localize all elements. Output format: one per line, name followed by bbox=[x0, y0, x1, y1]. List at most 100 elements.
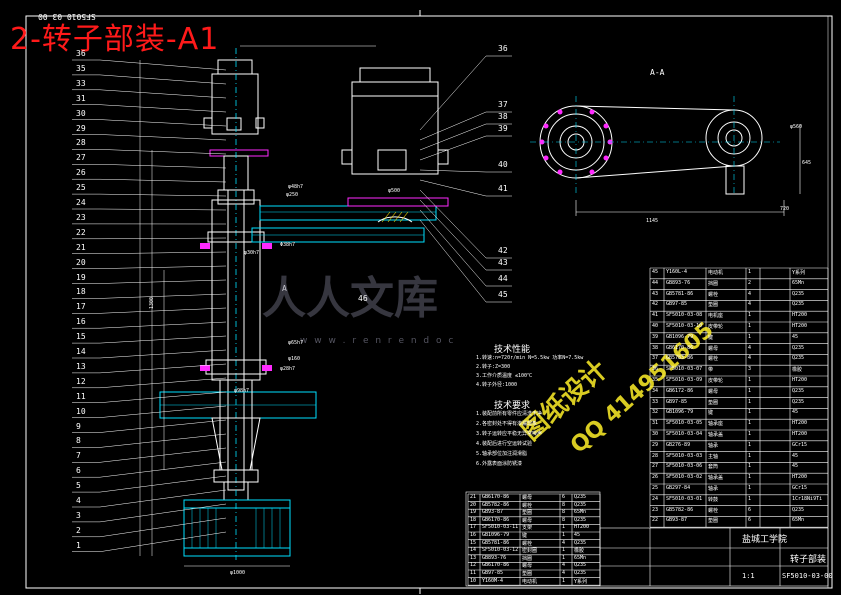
bom-right-cell: 26 bbox=[652, 474, 659, 481]
bom-left-cell: 14 bbox=[470, 547, 477, 554]
motor-view bbox=[341, 67, 449, 223]
bom-right-cell: 3 bbox=[748, 366, 752, 373]
bom-right-cell: GB1096-79 bbox=[666, 409, 694, 416]
bom-left-cell: 8 bbox=[562, 516, 566, 523]
part-number-46: 46 bbox=[358, 294, 368, 303]
part-number-left: 3 bbox=[76, 510, 81, 520]
bom-left-cell: 密封圈 bbox=[522, 548, 538, 555]
part-number-right: 44 bbox=[498, 274, 508, 283]
bom-right-cell: HT200 bbox=[792, 474, 808, 481]
bom-left-cell: 电动机 bbox=[522, 578, 538, 585]
bom-right-cell: GB5781-86 bbox=[666, 290, 694, 297]
bom-right-cell: 33 bbox=[652, 398, 659, 405]
bom-left-cell: Q235 bbox=[574, 516, 587, 523]
bom-right-cell: Q235 bbox=[792, 355, 805, 362]
dimension-label: 720 bbox=[780, 206, 790, 212]
bom-right-cell: 6 bbox=[748, 506, 752, 513]
bom-left-cell: 螺母 bbox=[522, 495, 533, 501]
tech-spec-line: 1.转速:n=720r/min N=5.5kw 功率N=7.5kw bbox=[476, 355, 584, 361]
bom-right-cell: SF5010-03-03 bbox=[666, 452, 703, 459]
bom-right-cell: HT200 bbox=[792, 312, 808, 319]
bom-right-cell: 挡圈 bbox=[708, 280, 719, 287]
bom-right-cell: 4 bbox=[748, 290, 752, 297]
bom-right-cell: 主轴 bbox=[708, 453, 719, 460]
bom-right-cell: 44 bbox=[652, 279, 659, 286]
bom-left-cell: 橡胶 bbox=[574, 548, 585, 555]
bom-right-cell: 43 bbox=[652, 290, 659, 297]
bom-right-cell: SF5010-03-01 bbox=[666, 495, 703, 502]
bom-right-cell: 27 bbox=[652, 463, 659, 470]
bom-right-cell: 1 bbox=[748, 495, 752, 502]
bom-right-cell: HT200 bbox=[792, 431, 808, 437]
bom-left-cell: 1 bbox=[562, 554, 566, 561]
bom-left-cell: 螺母 bbox=[522, 563, 533, 570]
bom-right-cell: 4 bbox=[748, 355, 752, 362]
bom-left-cell: 13 bbox=[470, 554, 477, 561]
part-number-left: 14 bbox=[76, 347, 86, 356]
bom-right-cell: 6 bbox=[748, 517, 752, 524]
bom-left-cell: 垫圈 bbox=[522, 571, 533, 577]
bom-right-cell: 垫圈 bbox=[708, 302, 719, 309]
bom-left-cell: 4 bbox=[562, 570, 566, 576]
bom-right-cell: SF5010-03-02 bbox=[666, 474, 703, 481]
bom-left-cell: 45 bbox=[574, 532, 581, 538]
bom-left-cell: 螺栓 bbox=[522, 502, 533, 509]
tech-spec-line: 4.转子外径:1000 bbox=[476, 382, 518, 388]
part-number-left: 24 bbox=[76, 198, 86, 207]
tech-title-2: 技术要求 bbox=[494, 401, 531, 411]
bom-right-cell: 2 bbox=[748, 279, 752, 286]
bom-left-cell: SF5010-03-11 bbox=[482, 524, 519, 531]
bom-right-cell: GB97-85 bbox=[666, 398, 688, 405]
bom-left-cell: 6 bbox=[562, 494, 566, 500]
bom-right-cell: 带 bbox=[708, 367, 714, 374]
bom-right-cell: 轴承 bbox=[708, 442, 719, 449]
bom-right-cell: 橡胶 bbox=[792, 367, 803, 374]
bom-right-cell: 1 bbox=[748, 269, 752, 275]
bom-right-cell: 皮带轮 bbox=[708, 378, 724, 384]
bom-right-cell: GB97-85 bbox=[666, 301, 688, 308]
bom-right-cell: SF5010-03-10 bbox=[666, 323, 703, 329]
part-number-left: 29 bbox=[76, 123, 86, 133]
bom-right-cell: 1 bbox=[748, 485, 752, 491]
bom-right-cell: 42 bbox=[652, 301, 659, 308]
title-block-grid bbox=[465, 491, 829, 587]
tech-requirement-line: 6.外露表面涂防锈漆 bbox=[476, 461, 523, 467]
bom-right-cell: 1 bbox=[748, 463, 752, 470]
dimension-lines bbox=[139, 45, 376, 567]
part-number-left: 33 bbox=[76, 78, 86, 88]
drawing-name: 转子部装 bbox=[790, 555, 827, 565]
bom-right-cell: GB5782-86 bbox=[666, 506, 694, 513]
bom-left-cell: 螺母 bbox=[522, 517, 533, 524]
bom-right-cell: 螺栓 bbox=[708, 507, 719, 514]
bom-left-cell: 11 bbox=[470, 570, 477, 576]
part-number-left: 21 bbox=[76, 242, 86, 252]
part-number-left: 13 bbox=[76, 361, 86, 371]
bom-right-cell: 1 bbox=[748, 377, 752, 383]
bom-left-cell: GB6170-86 bbox=[482, 494, 510, 500]
bom-left-cell: 65Mn bbox=[574, 509, 587, 516]
bom-right-cell: 31 bbox=[652, 420, 659, 427]
part-number-left: 10 bbox=[76, 406, 86, 416]
bom-left-cell: 1 bbox=[562, 547, 566, 554]
bom-left-cell: Y系列 bbox=[574, 578, 588, 585]
bom-right-cell: HT200 bbox=[792, 377, 808, 383]
bom-right-cell: 22 bbox=[652, 517, 659, 524]
bom-left-cell: GB5781-86 bbox=[482, 539, 510, 546]
part-number-left: 2 bbox=[76, 525, 81, 535]
bom-right-cell: Y160L-4 bbox=[666, 269, 688, 275]
bom-right-cell: 键 bbox=[708, 410, 714, 417]
bom-right-cell: 1 bbox=[748, 452, 752, 459]
bom-left-cell: 8 bbox=[562, 509, 566, 516]
bom-left-cell: Q235 bbox=[574, 562, 587, 569]
bom-right-cell: Q235 bbox=[792, 301, 805, 308]
tech-requirement-line: 5.轴承部位加注润滑脂 bbox=[476, 451, 528, 457]
bom-right-cell: 螺母 bbox=[708, 388, 719, 395]
dimension-label: 645 bbox=[802, 160, 812, 166]
bom-left-cell: GB97-85 bbox=[482, 570, 504, 576]
bom-right-cell: 45 bbox=[652, 269, 659, 275]
bom-left-cell: 19 bbox=[470, 509, 477, 516]
bom-right-cell: 键 bbox=[708, 334, 714, 341]
bom-right-cell: GB276-89 bbox=[666, 441, 691, 448]
part-number-right: 41 bbox=[498, 184, 508, 193]
bom-right-cell: 32 bbox=[652, 409, 659, 416]
